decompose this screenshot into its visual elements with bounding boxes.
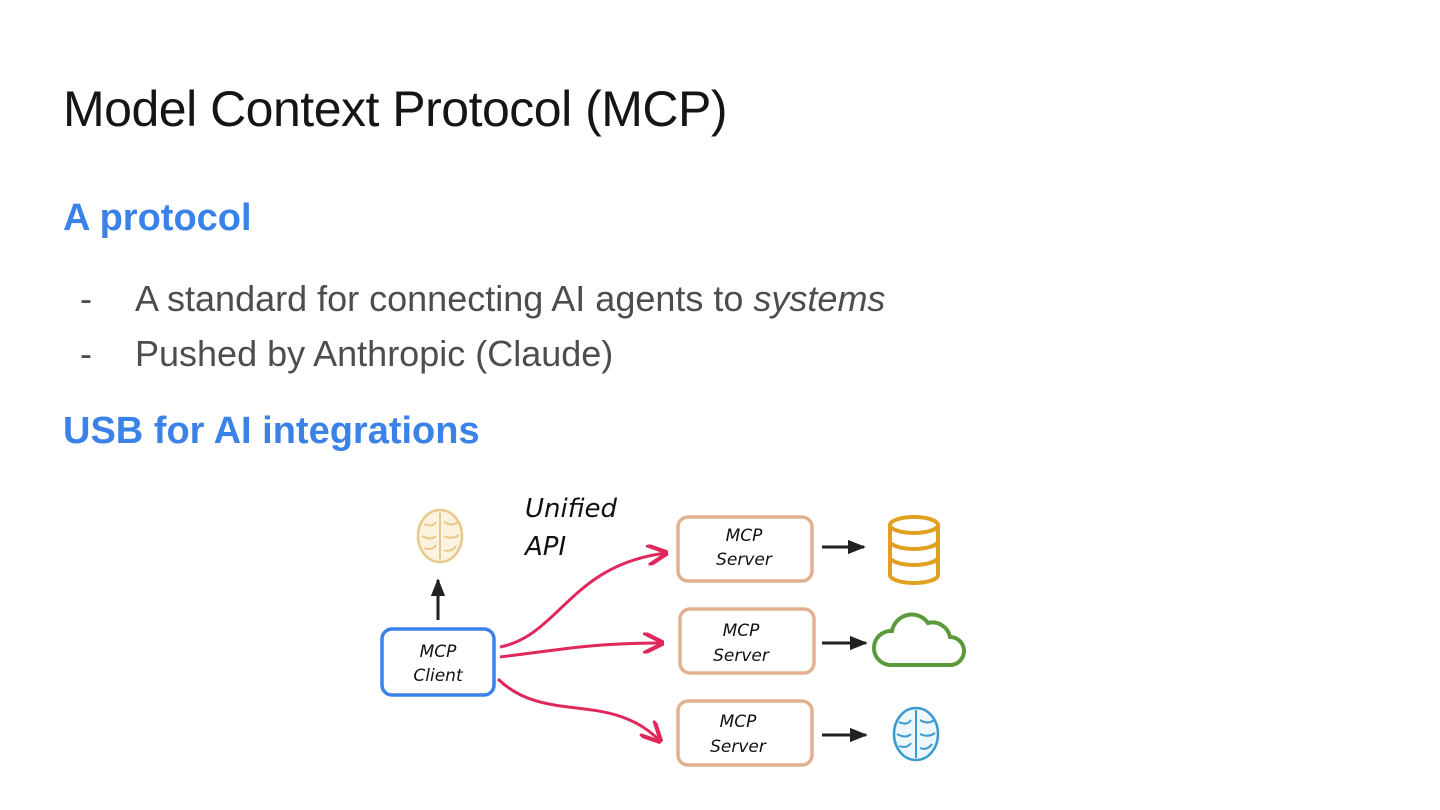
bullet-dash: -: [80, 278, 92, 319]
bullet-list: - A standard for connecting AI agents to…: [80, 278, 885, 388]
mcp-server-box: MCP Server: [678, 607, 816, 675]
bullet-text-plain: A standard for connecting AI agents to: [135, 278, 754, 319]
unified-api-label-line2: API: [523, 532, 566, 562]
server-label-line1: MCP: [726, 526, 764, 546]
slide-title: Model Context Protocol (MCP): [63, 81, 728, 137]
cloud-icon: [872, 612, 966, 667]
mcp-server-box: MCP Server: [676, 699, 814, 767]
bullet-text: Pushed by Anthropic (Claude): [135, 333, 614, 374]
server-label-line2: Server: [710, 737, 767, 757]
server-label-line2: Server: [713, 646, 770, 666]
bullet-emphasis: systems: [753, 278, 886, 319]
client-label-line2: Client: [413, 666, 464, 686]
server-label-line1: MCP: [723, 621, 761, 641]
server-label-line2: Server: [716, 550, 773, 570]
client-to-server-2-arrow: [499, 643, 662, 659]
section-heading-protocol: A protocol: [63, 197, 252, 239]
server-label-line1: MCP: [720, 712, 758, 732]
mcp-server-box: MCP Server: [676, 515, 814, 583]
client-to-server-1-arrow: [499, 553, 666, 649]
bullet-dash: -: [80, 333, 92, 374]
unified-api-label-line1: Unified: [525, 494, 618, 524]
bullet-text: A standard for connecting AI agents to s…: [135, 278, 885, 320]
bullet-item: - A standard for connecting AI agents to…: [80, 278, 885, 333]
brain-icon: [416, 508, 464, 564]
client-label-line1: MCP: [420, 642, 458, 662]
section-heading-usb: USB for AI integrations: [63, 410, 480, 452]
database-icon: [888, 515, 940, 585]
mcp-client-box: MCP Client: [380, 627, 496, 697]
mcp-architecture-diagram: MCP Client Unified API MCP Server MCP Se…: [380, 494, 966, 767]
brain-icon: [892, 706, 940, 762]
bullet-item: - Pushed by Anthropic (Claude): [80, 333, 885, 388]
client-to-server-3-arrow: [496, 677, 660, 741]
